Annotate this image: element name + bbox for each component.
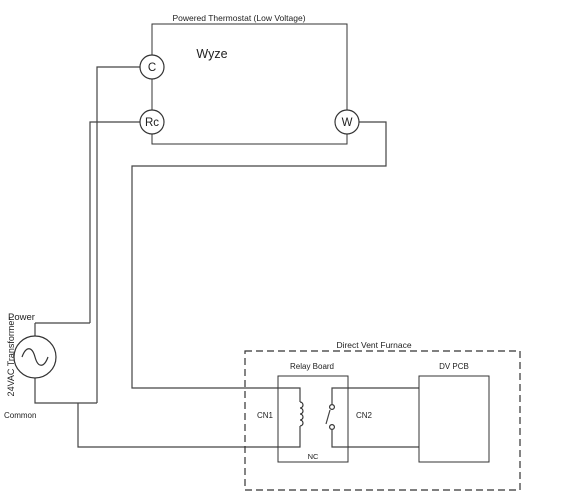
switch-contact-top [329, 404, 336, 411]
relay-board-label: Relay Board [290, 362, 334, 371]
cn1-label: CN1 [257, 411, 274, 420]
wire-common-lead [34, 378, 97, 404]
switch-lead-top [331, 387, 348, 404]
nc-label: NC [308, 452, 319, 461]
thermostat-title: Powered Thermostat (Low Voltage) [172, 13, 305, 23]
sine-wave-icon [21, 348, 49, 366]
furnace-enclosure [244, 350, 521, 491]
switch-contact-bottom [329, 424, 336, 431]
switch-blade [325, 409, 331, 425]
transformer-common-label: Common [4, 411, 36, 420]
cn2-label: CN2 [356, 411, 373, 420]
thermostat-brand: Wyze [196, 47, 227, 61]
terminal-c-label: C [148, 62, 156, 74]
transformer-name: 24VAC Transformer [6, 318, 16, 397]
dv-pcb [418, 375, 490, 463]
switch-lead-bottom [331, 430, 348, 448]
wire-c-to-common [96, 66, 140, 403]
terminal-c [139, 54, 165, 80]
terminal-rc-label: Rc [145, 117, 159, 129]
wire-w-to-relay [131, 121, 387, 389]
relay-board [277, 375, 349, 463]
coil-lead-bottom [278, 426, 301, 448]
transformer-power-label: Power [8, 312, 35, 323]
wire-common-to-relay [77, 403, 278, 448]
furnace-title: Direct Vent Furnace [336, 340, 411, 350]
relay-coil-icon [299, 401, 304, 427]
terminal-rc [139, 109, 165, 135]
coil-lead-top [278, 387, 301, 402]
dv-pcb-label: DV PCB [439, 362, 469, 371]
wire-rc-to-power [89, 121, 140, 323]
thermostat-box [151, 23, 348, 145]
terminal-w-label: W [342, 117, 353, 129]
terminal-w [334, 109, 360, 135]
